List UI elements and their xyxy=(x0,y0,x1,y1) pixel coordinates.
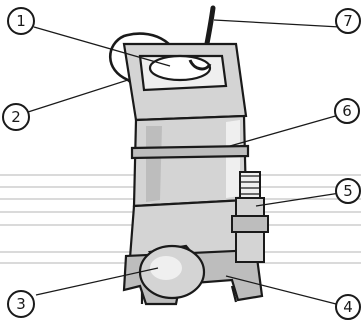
float-switch xyxy=(140,246,204,298)
svg-text:5: 5 xyxy=(343,182,353,200)
svg-text:2: 2 xyxy=(11,108,21,126)
svg-text:1: 1 xyxy=(16,12,26,30)
callout-4: 4 xyxy=(336,295,360,319)
callout-5: 5 xyxy=(336,179,360,203)
callout-3: 3 xyxy=(8,291,34,317)
svg-text:7: 7 xyxy=(343,12,353,30)
svg-text:6: 6 xyxy=(342,102,352,120)
svg-text:3: 3 xyxy=(16,295,26,313)
callout-2: 2 xyxy=(3,104,29,130)
callout-6: 6 xyxy=(335,99,359,123)
callout-1: 1 xyxy=(8,8,34,34)
callout-7: 7 xyxy=(336,9,360,33)
svg-text:4: 4 xyxy=(343,298,353,316)
